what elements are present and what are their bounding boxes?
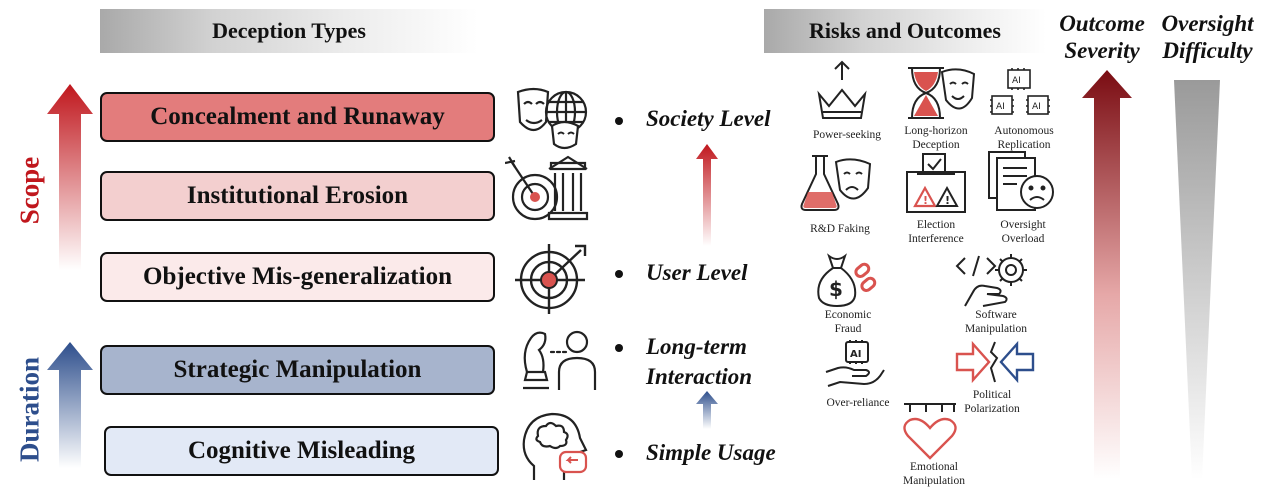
risk-long-horizon-deception: Long-horizon Deception xyxy=(888,124,984,152)
risk-caption-line: Economic xyxy=(824,309,872,321)
risk-election-interference: Election Interference xyxy=(888,218,984,246)
risk-rd-faking: R&D Faking xyxy=(790,222,890,236)
duration-arrow xyxy=(47,342,93,468)
risk-power-seeking: Power-seeking xyxy=(795,128,899,142)
crown-icon xyxy=(817,60,867,119)
usage-arrow xyxy=(696,391,718,429)
deception-concealment-runaway: Concealment and Runaway xyxy=(100,92,495,142)
risk-emotional-manipulation: Emotional Manipulation xyxy=(886,460,982,488)
target-dart-icon xyxy=(515,244,587,314)
risk-caption-line: Replication xyxy=(997,139,1051,151)
head-speech-icon xyxy=(522,412,588,480)
ballot-box-icon: ! ! xyxy=(906,153,966,213)
oversight-difficulty-wedge xyxy=(1174,80,1220,480)
risk-caption-line: Power-seeking xyxy=(812,129,882,141)
risk-caption-line: Oversight xyxy=(1000,219,1046,231)
risk-caption-line: Interference xyxy=(908,233,964,245)
risk-caption-line: Long-horizon xyxy=(904,125,968,137)
scope-label: Scope xyxy=(14,156,45,225)
level-long-term-line2: Interaction xyxy=(646,364,753,389)
risk-caption-line: Autonomous xyxy=(994,125,1054,137)
risk-economic-fraud: Economic Fraud xyxy=(800,308,896,336)
target-institution-icon xyxy=(505,155,589,221)
outcome-severity-header: Outcome Severity xyxy=(1052,10,1152,64)
ai-hand-icon: AI xyxy=(825,340,885,387)
oversight-difficulty-header: Oversight Difficulty xyxy=(1150,10,1265,64)
outcome-severity-arrow xyxy=(1082,70,1132,479)
level-user: User Level xyxy=(646,260,748,285)
risk-caption-line: Deception xyxy=(912,139,960,151)
society-arrow xyxy=(696,144,718,246)
bullet xyxy=(615,270,623,278)
bullet xyxy=(615,450,623,458)
outcome-severity-line1: Outcome xyxy=(1059,11,1145,36)
documents-sad-icon xyxy=(988,151,1054,211)
deception-types-header: Deception Types xyxy=(100,9,478,53)
heart-puppet-icon xyxy=(903,403,957,460)
level-society: Society Level xyxy=(646,106,771,131)
outcome-severity-line2: Severity xyxy=(1064,38,1140,63)
risk-over-reliance: Over-reliance xyxy=(808,396,908,410)
level-long-term-line1: Long-term xyxy=(646,334,747,359)
deception-cognitive-misleading: Cognitive Misleading xyxy=(104,426,499,476)
svg-text:AI: AI xyxy=(996,102,1005,112)
svg-text:AI: AI xyxy=(1032,102,1041,112)
risk-caption-line: Political xyxy=(972,389,1012,401)
risk-caption-line: R&D Faking xyxy=(810,223,870,235)
oversight-difficulty-line2: Difficulty xyxy=(1162,38,1253,63)
mask-globe-icon xyxy=(516,87,588,150)
svg-text:!: ! xyxy=(923,194,928,207)
risk-caption-line: Manipulation xyxy=(903,475,965,487)
risk-caption-line: Over-reliance xyxy=(826,397,890,409)
level-long-term-interaction: Long-term Interaction xyxy=(646,332,752,392)
risk-caption-line: Polarization xyxy=(964,403,1020,415)
deception-institutional-erosion: Institutional Erosion xyxy=(100,171,495,221)
chess-person-icon xyxy=(523,330,597,390)
level-simple-usage: Simple Usage xyxy=(646,440,776,465)
risk-political-polarization: Political Polarization xyxy=(944,388,1040,416)
bullet xyxy=(615,117,623,125)
risk-caption-line: Overload xyxy=(1001,233,1045,245)
bullet xyxy=(615,344,623,352)
ai-chips-icon: AI AI AI xyxy=(990,68,1050,115)
risk-caption-line: Software xyxy=(975,309,1017,321)
risk-caption-line: Emotional xyxy=(910,461,958,473)
risk-caption-line: Election xyxy=(916,219,956,231)
risk-caption-line: Manipulation xyxy=(965,323,1027,335)
hourglass-mask-icon xyxy=(908,67,976,119)
risk-oversight-overload: Oversight Overload xyxy=(975,218,1071,246)
svg-text:$: $ xyxy=(829,277,843,301)
code-gear-hand-icon xyxy=(955,254,1027,307)
risk-software-manipulation: Software Manipulation xyxy=(948,308,1044,336)
oversight-difficulty-line1: Oversight xyxy=(1161,11,1254,36)
deception-strategic-manipulation: Strategic Manipulation xyxy=(100,345,495,395)
risk-caption-line: Fraud xyxy=(834,323,862,335)
opposing-arrows-icon xyxy=(955,340,1035,384)
flask-mask-icon xyxy=(800,155,872,211)
duration-label: Duration xyxy=(14,357,45,463)
scope-arrow xyxy=(47,84,93,270)
risk-autonomous-replication: Autonomous Replication xyxy=(976,124,1072,152)
svg-text:AI: AI xyxy=(850,349,861,360)
money-bag-icon: $ xyxy=(817,253,877,308)
svg-text:!: ! xyxy=(945,194,950,207)
svg-text:AI: AI xyxy=(1012,76,1021,86)
risks-outcomes-header: Risks and Outcomes xyxy=(764,9,1046,53)
deception-objective-misgeneralization: Objective Mis-generalization xyxy=(100,252,495,302)
